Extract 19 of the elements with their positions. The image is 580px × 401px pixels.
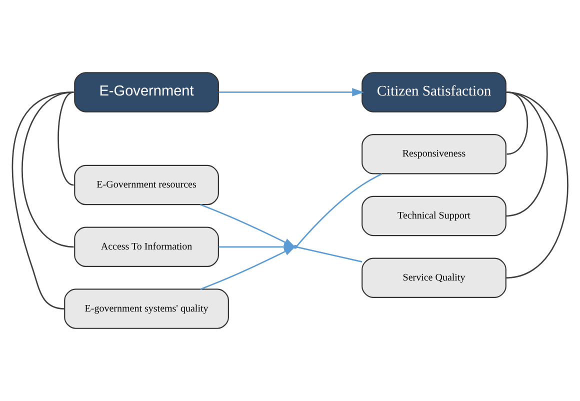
connector xyxy=(58,92,74,186)
node-box: Technical Support xyxy=(362,196,506,236)
arrow xyxy=(218,88,364,96)
node-box: E-Government xyxy=(74,72,219,112)
connector xyxy=(506,92,568,279)
node-box: E-government systems' quality xyxy=(64,288,229,329)
node-box: Citizen Satisfaction xyxy=(362,72,506,112)
connector xyxy=(296,246,362,262)
node-box: Responsiveness xyxy=(362,134,506,174)
connector xyxy=(296,173,382,247)
arrow xyxy=(200,246,296,290)
connector xyxy=(12,92,74,310)
node-box: Service Quality xyxy=(362,258,506,298)
node-point xyxy=(293,245,298,249)
node-box: E-Government resources xyxy=(74,164,219,206)
connector xyxy=(506,92,548,217)
connector xyxy=(22,92,74,248)
node-box: Access To Information xyxy=(74,226,219,268)
connector xyxy=(506,92,528,155)
